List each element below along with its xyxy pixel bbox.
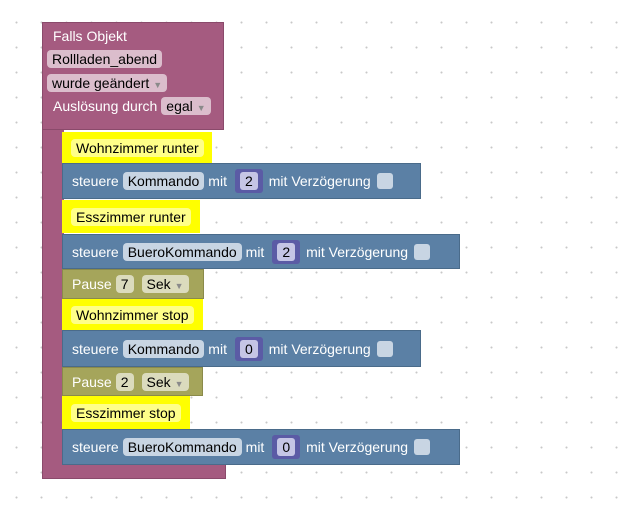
dropdown-arrow-icon: ▼ [196,103,206,113]
trigger-title: Falls Objekt [53,28,127,44]
delay-checkbox[interactable] [376,173,393,189]
with-label: mit [245,439,265,455]
comment-block[interactable]: Wohnzimmer runter [62,132,212,163]
delay-label: mit Verzögerung [268,173,371,189]
delay-checkbox[interactable] [376,340,393,357]
target-field[interactable]: BueroKommando [122,242,242,261]
object-field[interactable]: Rollladen_abend [47,50,163,68]
comment-text[interactable]: Wohnzimmer stop [71,305,194,324]
number-block[interactable]: 0 [272,435,301,459]
target-field[interactable]: Kommando [122,172,205,190]
trigger-block-spine [42,120,64,465]
trigger-label: Auslösung durch [53,98,158,114]
dropdown-arrow-icon: ▼ [174,281,184,291]
number-block[interactable]: 0 [234,336,263,361]
control-label: steuere [72,340,119,357]
comment-block[interactable]: Wohnzimmer stop [62,299,203,330]
comment-block[interactable]: Esszimmer stop [62,396,190,429]
comment-text[interactable]: Esszimmer runter [71,207,191,226]
unit-dropdown[interactable]: Sek▼ [141,372,189,391]
number-block[interactable]: 2 [234,169,263,193]
trigger-block-footer [42,464,226,479]
trigger-value: egal [166,98,193,114]
dropdown-arrow-icon: ▼ [153,80,163,90]
delay-label: mit Verzögerung [268,340,371,357]
comment-block[interactable]: Esszimmer runter [62,200,200,233]
control-label: steuere [72,439,119,455]
pause-label: Pause [72,276,112,292]
condition-dropdown[interactable]: wurde geändert▼ [47,74,168,92]
target-field[interactable]: Kommando [122,339,205,358]
unit-dropdown[interactable]: Sek▼ [141,275,189,293]
delay-label: mit Verzögerung [306,243,409,260]
number-value[interactable]: 2 [239,172,258,190]
unit-value: Sek [146,373,171,390]
with-label: mit [208,340,227,357]
delay-label: mit Verzögerung [306,439,409,455]
comment-text[interactable]: Wohnzimmer runter [71,138,204,157]
pause-label: Pause [72,373,112,390]
control-label: steuere [72,243,119,260]
with-label: mit [208,173,227,189]
number-value[interactable]: 0 [239,339,258,358]
unit-value: Sek [146,276,171,292]
with-label: mit [245,243,265,260]
number-block[interactable]: 2 [272,239,301,264]
target-field[interactable]: BueroKommando [122,438,242,456]
dropdown-arrow-icon: ▼ [174,378,184,389]
number-value[interactable]: 2 [277,242,296,261]
control-label: steuere [72,173,119,189]
delay-checkbox[interactable] [414,439,431,455]
condition-value: wurde geändert [52,75,150,91]
pause-value[interactable]: 7 [115,275,134,293]
trigger-dropdown[interactable]: egal▼ [161,97,211,115]
delay-checkbox[interactable] [414,243,431,260]
number-value[interactable]: 0 [277,438,296,456]
comment-text[interactable]: Esszimmer stop [71,403,181,422]
pause-value[interactable]: 2 [115,372,134,391]
trigger-block[interactable]: Falls Objekt Rollladen_abend wurde geänd… [42,22,224,130]
